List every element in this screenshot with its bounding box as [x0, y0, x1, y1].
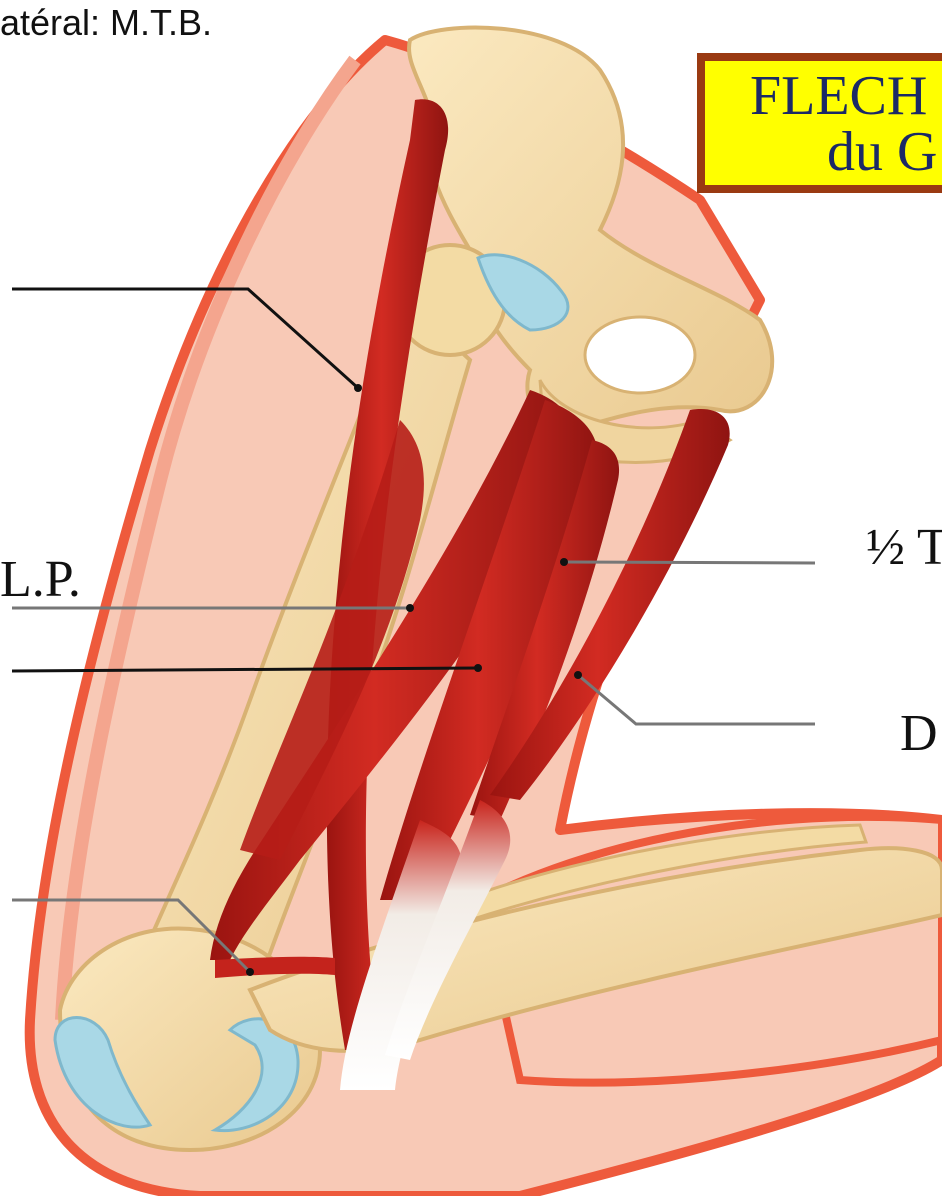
leader-line-semi — [564, 562, 815, 563]
label-semi: ½ T — [866, 520, 942, 576]
leader-dot-semi — [560, 558, 568, 566]
figure-caption: atéral: M.T.B. — [0, 0, 212, 46]
leader-dot-d — [574, 671, 582, 679]
leader-line-d — [578, 675, 815, 724]
label-d: D — [900, 706, 938, 762]
leader-dot-3 — [474, 664, 482, 672]
leader-dot-4 — [246, 968, 254, 976]
title-box: FLECH du G — [697, 53, 942, 193]
label-lp: L.P. — [0, 552, 81, 608]
leader-dot-lp — [406, 604, 414, 612]
title-line-1: FLECH — [750, 67, 927, 125]
obturator-foramen — [585, 317, 695, 393]
leader-dot-1 — [354, 384, 362, 392]
title-line-2: du G — [827, 123, 937, 181]
